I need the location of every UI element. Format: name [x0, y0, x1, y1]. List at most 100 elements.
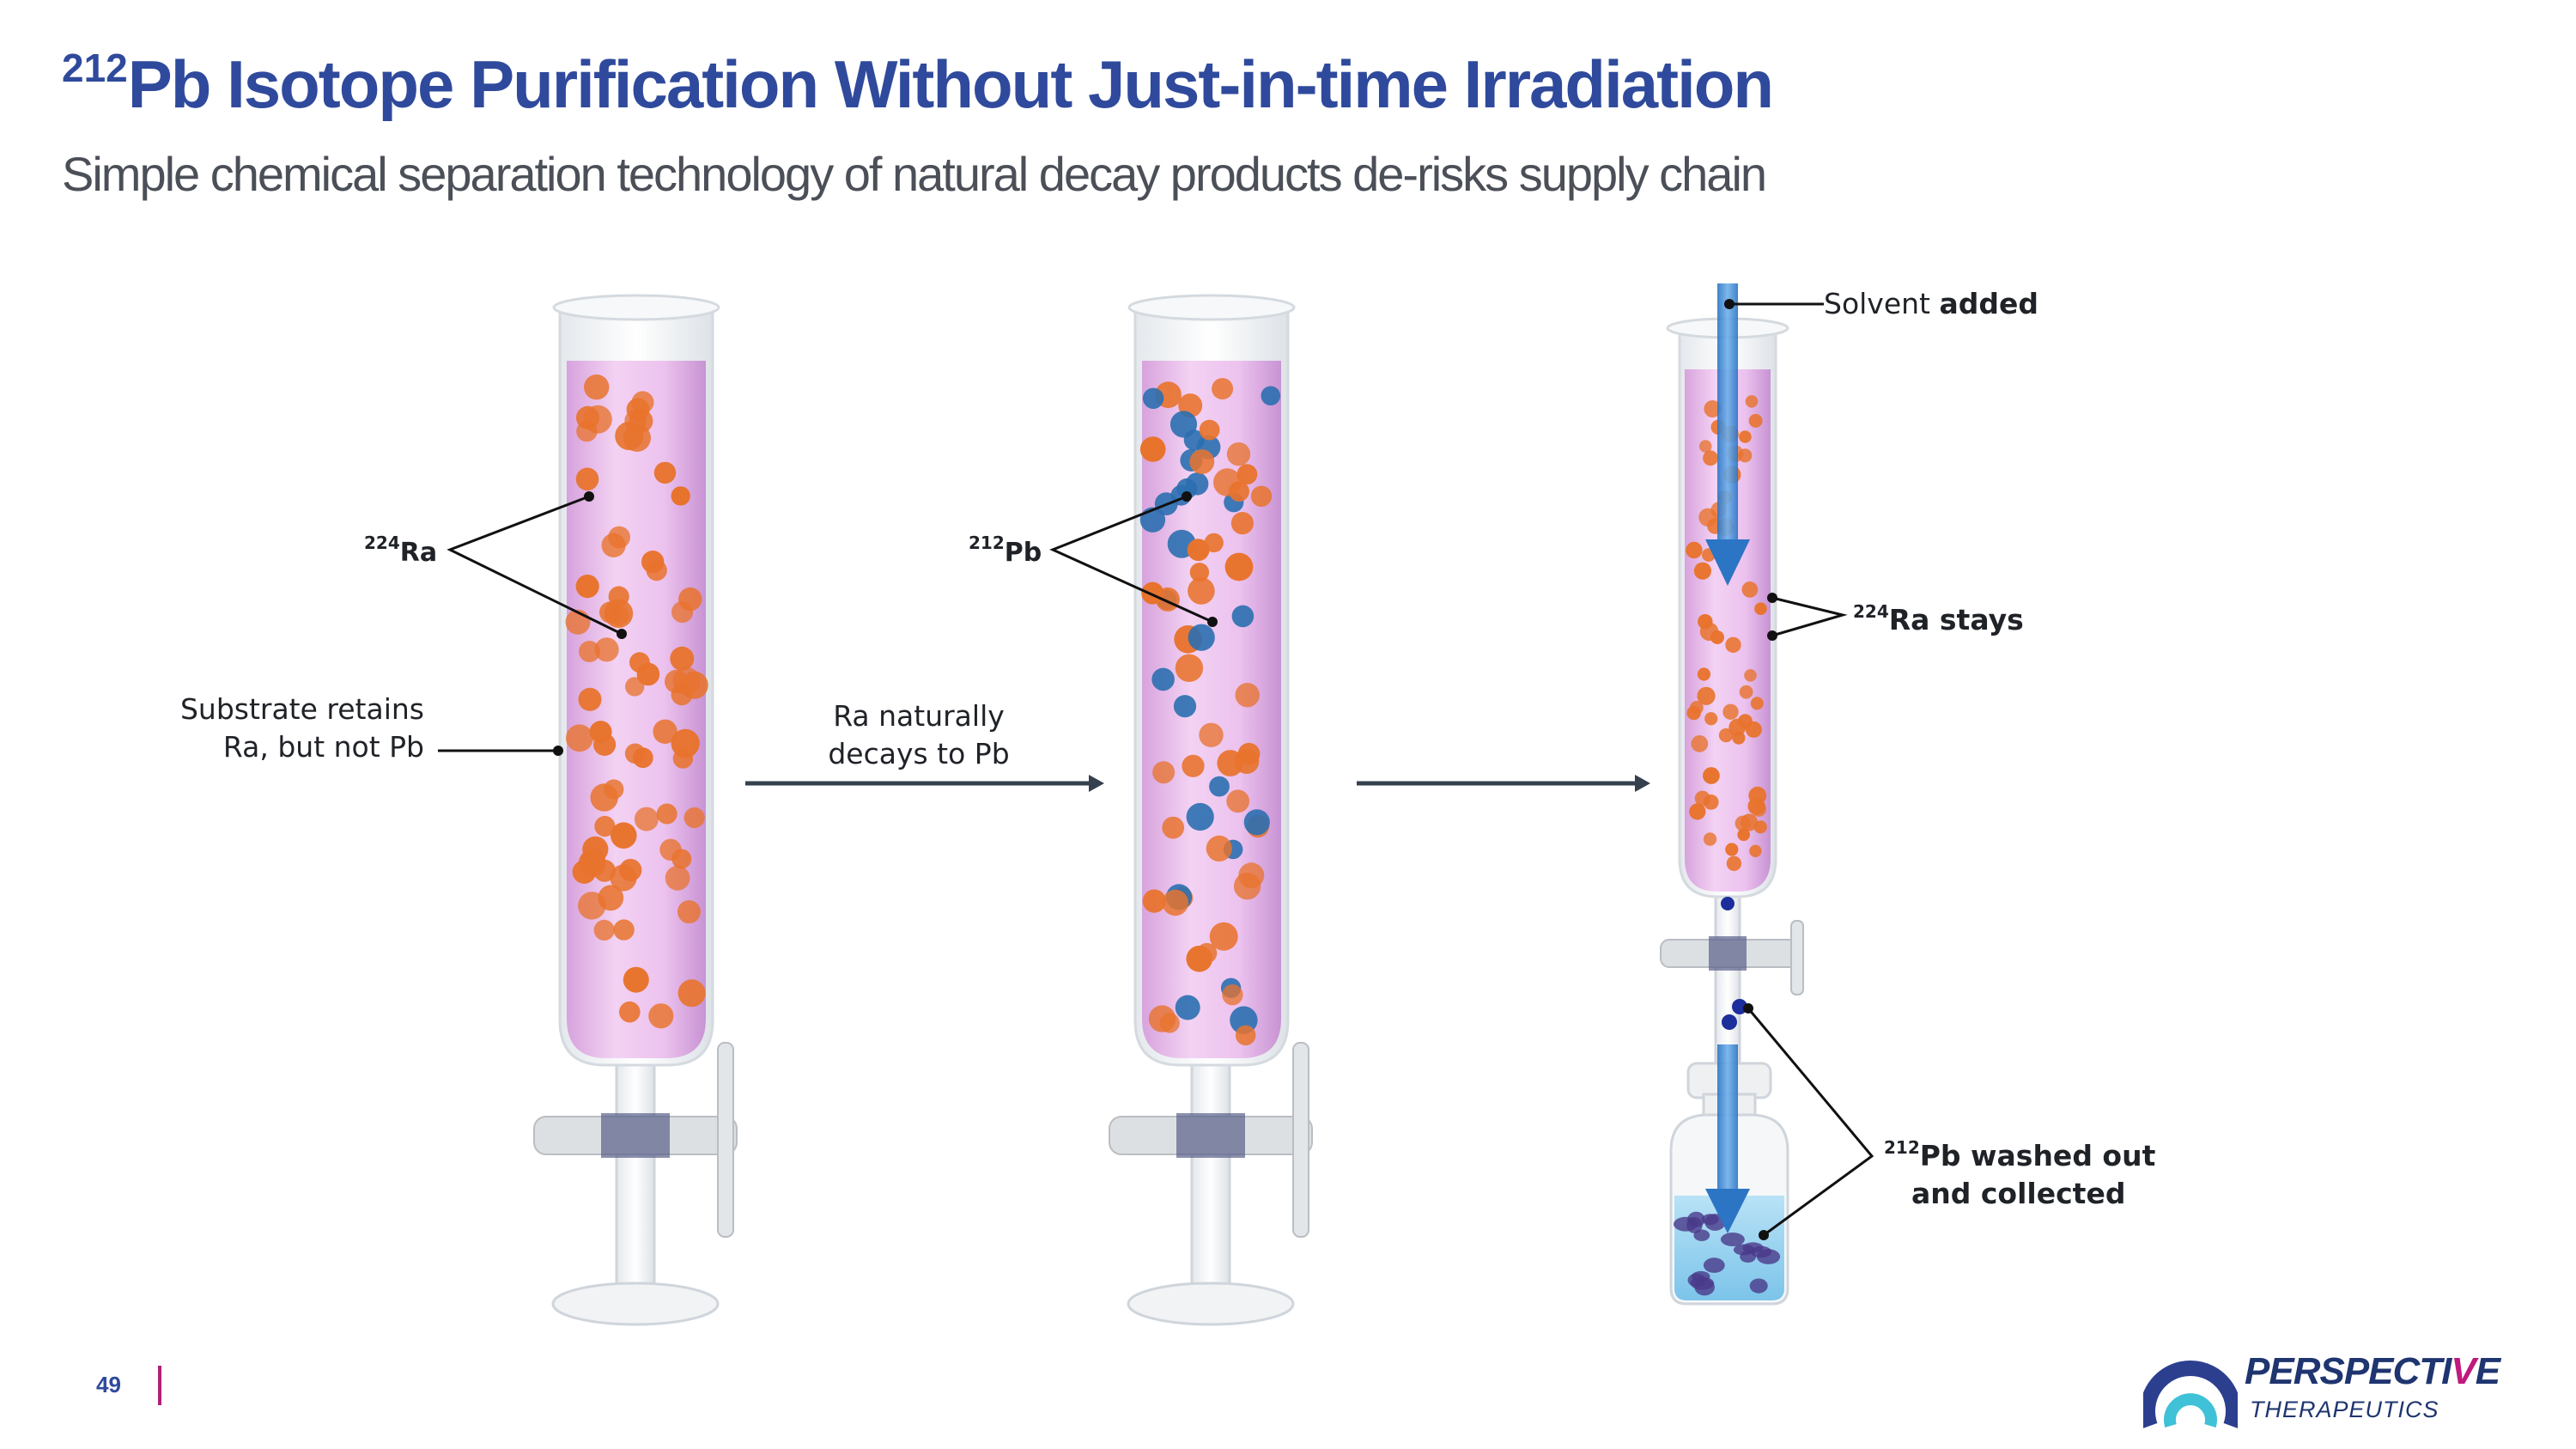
page-subtitle: Simple chemical separation technology of…: [62, 147, 1767, 201]
title-text: Pb Isotope Purification Without Just-in-…: [127, 46, 1774, 122]
perspective-logo-icon: [2143, 1361, 2238, 1428]
radium-particle: [1704, 400, 1722, 417]
radium-particle: [1139, 436, 1166, 462]
radium-particle: [1748, 786, 1767, 805]
radium-particle: [578, 687, 602, 711]
radium-particle: [593, 919, 615, 941]
radium-particle: [1250, 485, 1273, 507]
process-arrow-1: [745, 775, 1104, 792]
radium-particle: [1725, 636, 1741, 653]
radium-particle: [1725, 843, 1739, 856]
collected-particle: [1687, 1211, 1705, 1227]
radium-particle: [611, 822, 637, 849]
radium-particle: [648, 1003, 674, 1029]
radium-particle: [576, 420, 598, 442]
radium-particle: [1754, 602, 1767, 615]
radium-particle: [1693, 562, 1711, 580]
radium-particle: [1732, 731, 1746, 745]
radium-particle: [1175, 654, 1204, 682]
label-solvent-added: Solvent added: [1824, 287, 2039, 320]
radium-particle: [1749, 844, 1762, 857]
lead-particle: [1142, 387, 1164, 409]
radium-particle: [1236, 464, 1258, 485]
radium-particle: [613, 919, 635, 941]
radium-particle: [1745, 395, 1759, 408]
lead-particle: [1151, 667, 1175, 691]
radium-particle: [1237, 742, 1261, 765]
radium-particle: [594, 637, 619, 662]
radium-particle: [629, 652, 650, 673]
lead-particle: [1186, 802, 1214, 831]
radium-particle: [1235, 1025, 1256, 1046]
callout-dots: [553, 299, 1777, 1240]
label-pb212: 212Pb: [969, 533, 1042, 568]
radium-particle: [1738, 448, 1753, 463]
radium-particle: [1233, 872, 1261, 900]
lead-particle: [1175, 995, 1200, 1020]
radium-particle: [584, 374, 610, 400]
label-ra224: 224Ra: [364, 533, 438, 568]
radium-particle: [670, 646, 695, 671]
radium-particle: [632, 747, 653, 769]
radium-particle: [1224, 552, 1254, 581]
radium-particle: [1230, 512, 1254, 535]
radium-particle: [1699, 622, 1719, 642]
callout-lines: [438, 302, 1874, 1237]
radium-particle: [1222, 984, 1243, 1006]
lead-particle: [1261, 386, 1281, 406]
lead-particle: [1176, 478, 1198, 499]
radium-particle: [1722, 703, 1739, 720]
radium-particle: [656, 803, 677, 825]
radium-particle: [579, 641, 600, 662]
radium-particle: [1142, 889, 1166, 913]
radium-particle: [1703, 450, 1718, 466]
radium-particle: [683, 807, 705, 829]
radium-particle: [1159, 1013, 1180, 1033]
radium-particle: [1748, 413, 1763, 428]
radium-particle: [653, 719, 677, 744]
process-arrow-2: [1357, 775, 1650, 792]
radium-particle: [1187, 539, 1210, 562]
radium-particle: [1162, 816, 1185, 839]
collected-particle: [1703, 1257, 1725, 1273]
page-title: 212Pb Isotope Purification Without Just-…: [62, 45, 1774, 124]
radium-particle: [1686, 705, 1701, 721]
radium-particle: [1188, 577, 1215, 605]
radium-particle: [625, 677, 645, 697]
collected-particle: [1733, 1244, 1755, 1256]
radium-particle: [1741, 813, 1759, 831]
radium-particle: [1691, 735, 1709, 752]
radium-particle: [1744, 669, 1757, 682]
radium-particle: [566, 724, 593, 752]
radium-particle: [671, 486, 690, 506]
column-3: [1660, 317, 1804, 1118]
radium-particle: [1750, 697, 1764, 710]
radium-particle: [672, 748, 694, 769]
radium-particle: [665, 865, 690, 891]
radium-particle: [641, 551, 665, 574]
radium-particle: [1141, 581, 1164, 605]
radium-particle: [1209, 922, 1238, 951]
radium-particle: [653, 461, 677, 484]
collected-particle: [1756, 1249, 1781, 1264]
radium-particle: [1235, 683, 1260, 708]
radium-particle: [619, 1001, 641, 1023]
radium-particle: [1689, 803, 1706, 820]
label-ra-stays: 224Ra stays: [1853, 601, 2024, 636]
radium-particle: [1737, 828, 1750, 842]
column-2: [1109, 294, 1313, 1326]
lead-particle: [1188, 624, 1215, 651]
radium-particle: [1703, 795, 1719, 810]
collected-particle: [1694, 1278, 1715, 1296]
radium-particle: [1206, 835, 1232, 862]
radium-particle: [610, 864, 637, 892]
radium-particle: [623, 966, 649, 993]
radium-particle: [589, 721, 612, 744]
radium-particle: [671, 600, 694, 624]
page-number: 49: [96, 1372, 121, 1397]
radium-particle: [1741, 581, 1759, 598]
radium-particle: [575, 467, 599, 491]
collected-particle: [1749, 1278, 1768, 1294]
lead-particle: [1173, 695, 1197, 718]
